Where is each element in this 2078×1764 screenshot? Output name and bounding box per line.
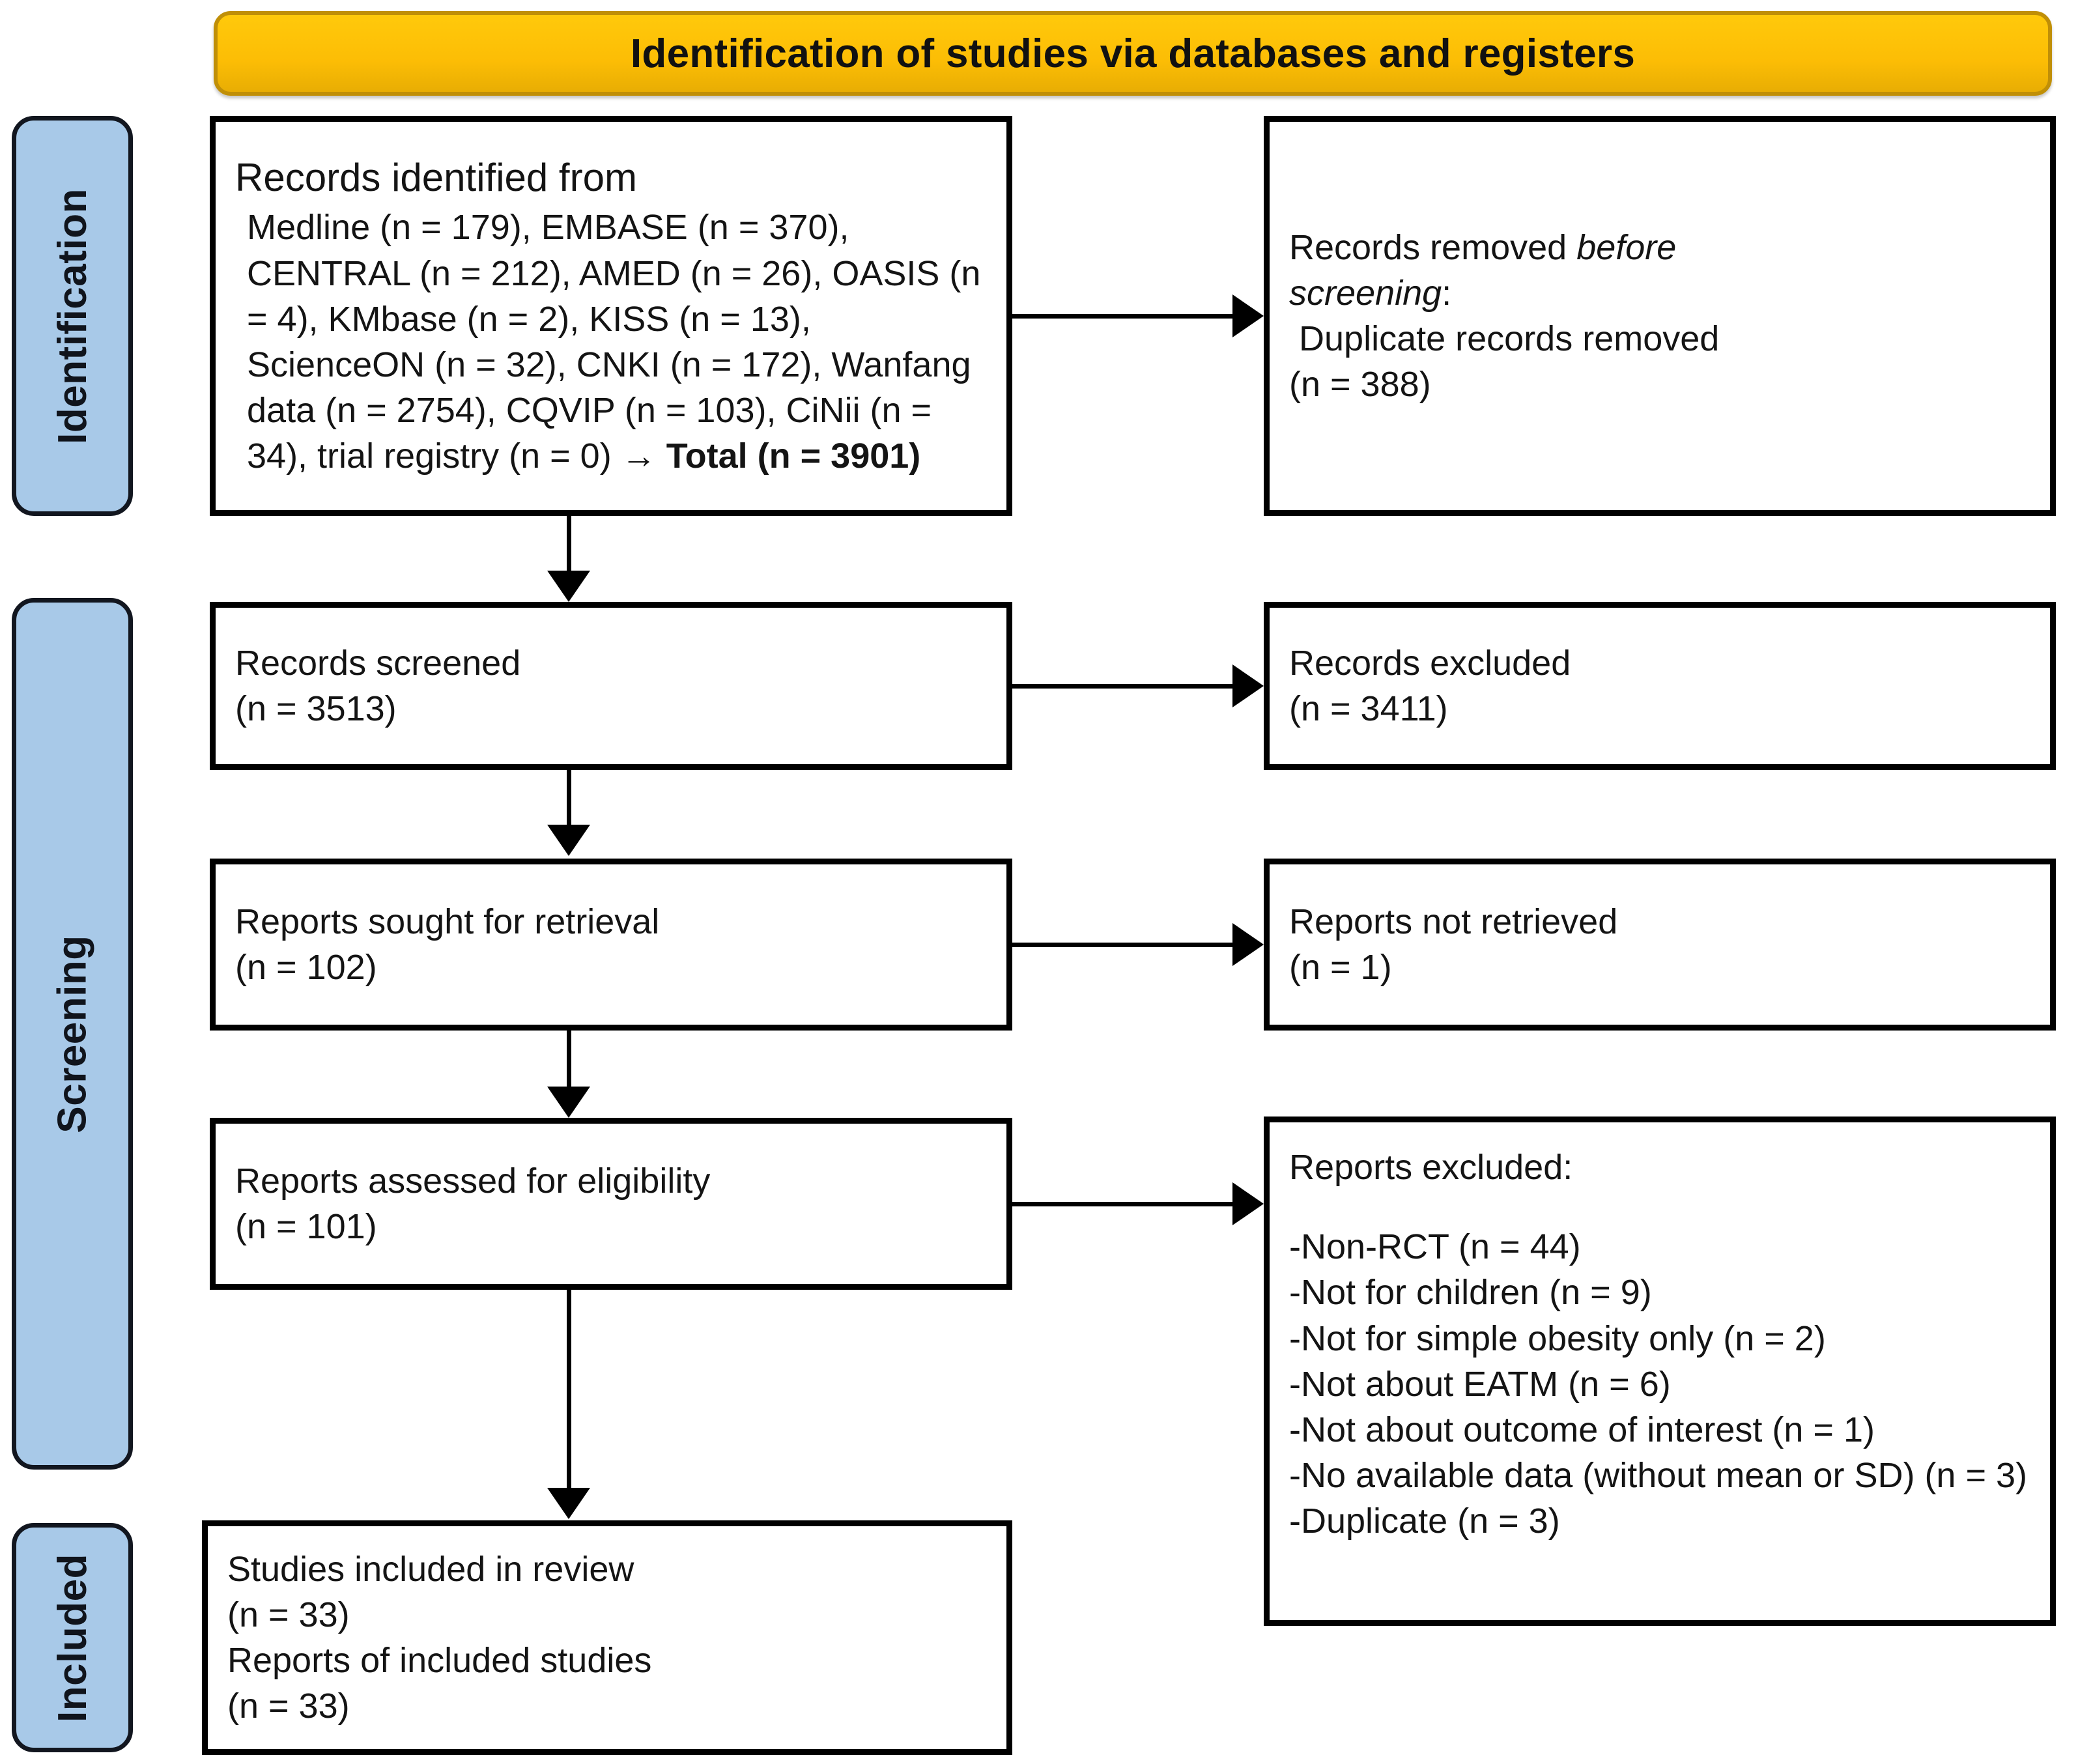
arrowhead-identified-to-screened — [547, 571, 590, 602]
connector-sought-to-assessed — [567, 1031, 571, 1093]
arrowhead-screened-to-excluded — [1232, 664, 1264, 707]
connector-identified-to-removed — [1012, 314, 1232, 319]
arrowhead-assessed-to-included — [547, 1488, 590, 1519]
connector-sought-to-not-retrieved — [1012, 943, 1232, 947]
stage-label-included: Included — [12, 1523, 133, 1752]
records-identified-total: Total (n = 3901) — [666, 436, 921, 476]
studies-included-count: (n = 33) — [227, 1595, 350, 1634]
reports-included-label: Reports of included studies — [227, 1641, 652, 1680]
reports-not-retrieved-count: (n = 1) — [1289, 948, 1392, 987]
stage-label-included-text: Included — [50, 1553, 95, 1722]
connector-assessed-to-included — [567, 1290, 571, 1492]
box-studies-included: Studies included in review (n = 33) Repo… — [202, 1520, 1012, 1755]
arrowhead-sought-to-not-retrieved — [1232, 923, 1264, 966]
box-reports-assessed: Reports assessed for eligibility (n = 10… — [210, 1118, 1012, 1290]
connector-assessed-to-excluded — [1012, 1202, 1232, 1206]
records-removed-line2: screening: — [1289, 270, 2030, 316]
reports-sought-count: (n = 102) — [235, 948, 377, 987]
records-identified-heading: Records identified from — [235, 156, 637, 200]
connector-screened-to-sought — [567, 770, 571, 831]
reports-assessed-label: Reports assessed for eligibility — [235, 1161, 711, 1201]
records-removed-line3: Duplicate records removed — [1289, 319, 1720, 358]
records-excluded-label: Records excluded — [1289, 643, 1571, 683]
reports-not-retrieved-label: Reports not retrieved — [1289, 902, 1618, 941]
reports-assessed-count: (n = 101) — [235, 1207, 377, 1246]
box-records-removed: Records removed before screening: Duplic… — [1264, 116, 2056, 516]
connector-identified-to-screened — [567, 516, 571, 577]
records-removed-line2-post: : — [1442, 273, 1452, 313]
banner-title: Identification of studies via databases … — [630, 31, 1636, 76]
reports-excluded-heading: Reports excluded: — [1289, 1148, 1573, 1187]
stage-label-screening-text: Screening — [50, 934, 95, 1133]
records-screened-label: Records screened — [235, 643, 521, 683]
section-banner-identification: Identification of studies via databases … — [214, 11, 2052, 96]
stage-label-identification: Identification — [12, 116, 133, 516]
records-identified-sources: Medline (n = 179), EMBASE (n = 370), CEN… — [235, 205, 987, 479]
arrowhead-screened-to-sought — [547, 825, 590, 856]
stage-label-identification-text: Identification — [50, 188, 95, 444]
box-reports-excluded: Reports excluded: -Non-RCT (n = 44) -Not… — [1264, 1117, 2056, 1626]
records-excluded-count: (n = 3411) — [1289, 689, 1448, 728]
studies-included-label: Studies included in review — [227, 1549, 634, 1589]
records-screened-count: (n = 3513) — [235, 689, 397, 728]
box-reports-sought: Reports sought for retrieval (n = 102) — [210, 859, 1012, 1031]
records-removed-line1-pre: Records removed — [1289, 227, 1577, 267]
connector-screened-to-excluded — [1012, 684, 1232, 689]
reports-sought-label: Reports sought for retrieval — [235, 902, 660, 941]
box-reports-not-retrieved: Reports not retrieved (n = 1) — [1264, 859, 2056, 1031]
records-identified-sources-text: Medline (n = 179), EMBASE (n = 370), CEN… — [247, 208, 991, 476]
records-removed-line2-italic: screening — [1289, 273, 1442, 313]
records-removed-count: (n = 388) — [1289, 365, 1431, 405]
records-removed-line1: Records removed before — [1289, 225, 2030, 270]
box-records-identified: Records identified from Medline (n = 179… — [210, 116, 1012, 516]
reports-excluded-reasons: -Non-RCT (n = 44) -Not for children (n =… — [1289, 1227, 2028, 1541]
box-records-screened: Records screened (n = 3513) — [210, 602, 1012, 770]
reports-included-count: (n = 33) — [227, 1686, 350, 1726]
box-records-excluded: Records excluded (n = 3411) — [1264, 602, 2056, 770]
arrowhead-assessed-to-excluded — [1232, 1182, 1264, 1225]
arrowhead-sought-to-assessed — [547, 1087, 590, 1118]
records-removed-line1-italic: before — [1576, 227, 1677, 267]
arrowhead-identified-to-removed — [1232, 294, 1264, 337]
stage-label-screening: Screening — [12, 598, 133, 1470]
